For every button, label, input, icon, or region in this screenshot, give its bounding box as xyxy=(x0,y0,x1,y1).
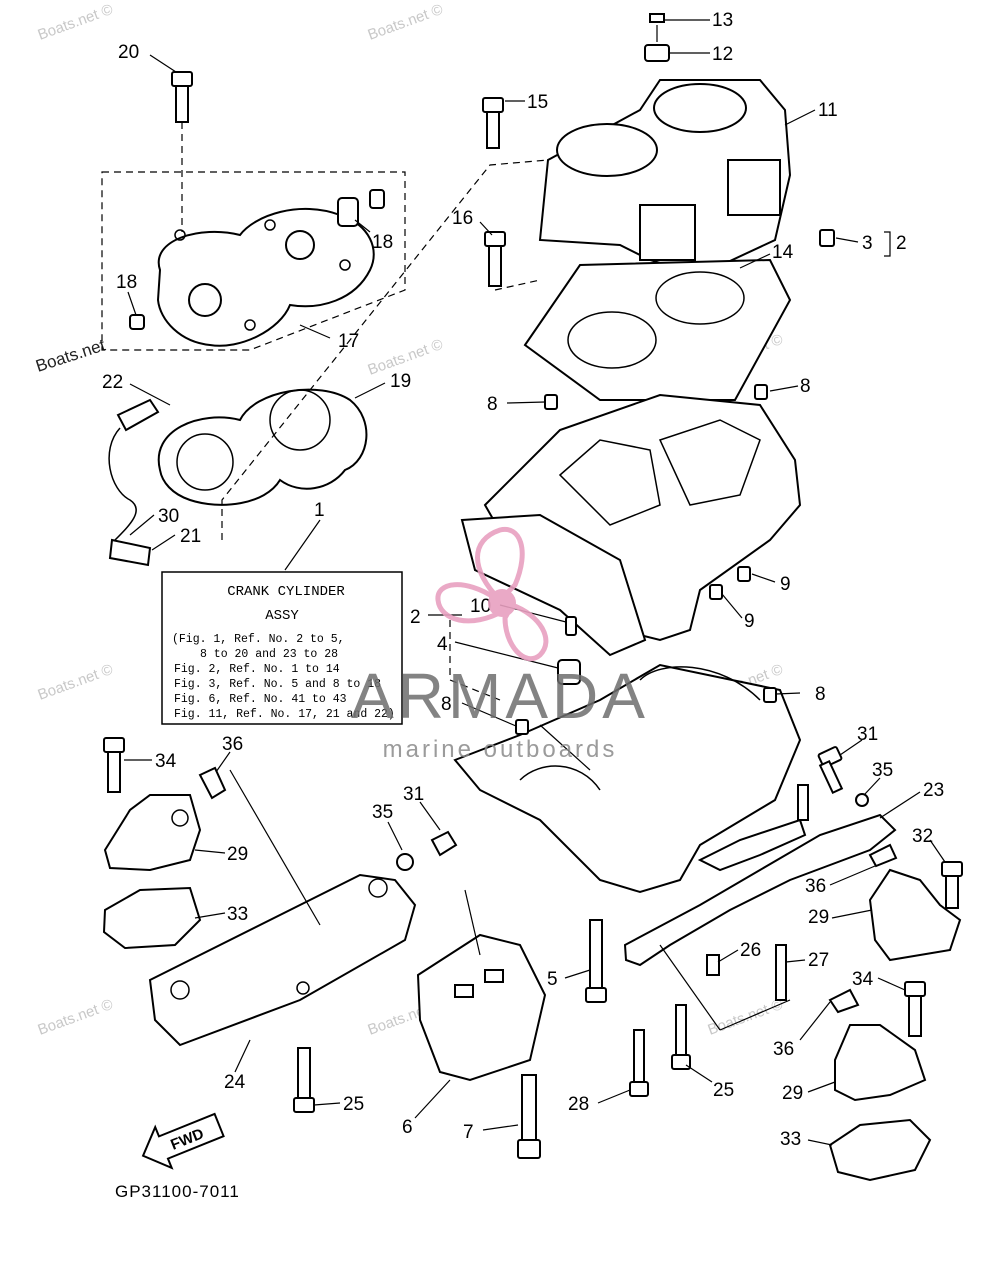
callout-label: 3 xyxy=(862,233,873,254)
watermark: Boats.net © xyxy=(706,996,786,1039)
cylinder-block-11 xyxy=(538,13,792,277)
watermark: Boats.net © xyxy=(366,1,446,44)
lower-crankcase xyxy=(453,659,802,894)
callout-label: 25 xyxy=(713,1080,734,1101)
callout-label: 9 xyxy=(744,611,755,632)
callout-label: 18 xyxy=(116,272,137,293)
watermark-boats-net: Boats.net xyxy=(33,335,107,375)
callout-label: 17 xyxy=(338,331,359,352)
callout-label: 2 xyxy=(896,233,907,254)
callout-label: 31 xyxy=(857,724,878,745)
watermark: Boats.net © xyxy=(36,1,116,44)
info-box-line: Fig. 6, Ref. No. 41 to 43 xyxy=(174,693,347,706)
callout-label: 5 xyxy=(547,969,558,990)
callout-label: 12 xyxy=(712,44,733,65)
brand-tagline: marine outboards xyxy=(383,736,618,763)
callout-label: 14 xyxy=(772,242,794,263)
callout-numbers: 20 13 12 15 11 16 18 18 17 3 2 14 22 19 … xyxy=(102,10,944,1150)
callout-label: 28 xyxy=(568,1094,589,1115)
callout-label: 30 xyxy=(158,506,179,527)
diagram-code: GP31100-7011 xyxy=(115,1182,240,1201)
callout-label: 31 xyxy=(403,784,424,805)
callout-label: 1 xyxy=(314,500,325,521)
dashed-leader-frame xyxy=(221,159,549,701)
callout-label: 10 xyxy=(470,596,491,617)
callout-label: 34 xyxy=(155,751,177,772)
info-box-title-2: ASSY xyxy=(265,608,299,624)
callout-label: 29 xyxy=(782,1083,803,1104)
callout-label: 19 xyxy=(390,371,411,392)
callout-label: 8 xyxy=(815,684,826,705)
propeller-icon xyxy=(435,526,549,662)
callout-label: 27 xyxy=(808,950,829,971)
callout-label: 8 xyxy=(800,376,811,397)
callout-label: 24 xyxy=(224,1072,246,1093)
info-box-line: 8 to 20 and 23 to 28 xyxy=(200,648,338,661)
callout-label: 18 xyxy=(372,232,393,253)
callout-label: 6 xyxy=(402,1117,413,1138)
left-mounts xyxy=(102,737,458,1113)
info-box-line: Fig. 3, Ref. No. 5 and 8 to 18 xyxy=(174,678,381,691)
bolt-20 xyxy=(171,71,193,232)
head-gasket-19 xyxy=(157,388,368,506)
info-box-title-1: CRANK CYLINDER xyxy=(227,584,345,600)
watermark: Boats.net © xyxy=(36,996,116,1039)
callout-label: 33 xyxy=(780,1129,801,1150)
callout-label: 25 xyxy=(343,1094,364,1115)
callout-label: 36 xyxy=(773,1039,794,1060)
brand-logo: ARMADA marine outboards xyxy=(351,526,649,763)
callout-label: 35 xyxy=(372,802,393,823)
cylinder-gasket-14 xyxy=(523,229,835,401)
callout-label: 22 xyxy=(102,372,123,393)
callout-label: 20 xyxy=(118,42,139,63)
callout-label: 11 xyxy=(818,100,838,121)
cylinder-head-cover-group xyxy=(101,171,406,351)
hose-assembly xyxy=(108,398,160,567)
callout-label: 34 xyxy=(852,969,874,990)
callout-label: 29 xyxy=(808,907,829,928)
info-box-line: (Fig. 1, Ref. No. 2 to 5, xyxy=(172,633,345,646)
right-engine-bed xyxy=(623,746,897,1097)
upper-crankcase xyxy=(460,384,802,657)
callout-label: 36 xyxy=(222,734,243,755)
bolts-15-16 xyxy=(482,97,506,287)
info-box: CRANK CYLINDER ASSY (Fig. 1, Ref. No. 2 … xyxy=(161,519,403,725)
callout-label: 15 xyxy=(527,92,548,113)
oil-pan-6 xyxy=(416,919,607,1159)
callout-label: 4 xyxy=(437,634,448,655)
callout-label: 21 xyxy=(180,526,201,547)
callout-label: 36 xyxy=(805,876,826,897)
bracket-3-2 xyxy=(884,231,891,257)
callout-label: 2 xyxy=(410,607,421,628)
callout-label: 23 xyxy=(923,780,944,801)
callout-label: 29 xyxy=(227,844,248,865)
info-box-line: Fig. 11, Ref. No. 17, 21 and 22) xyxy=(174,708,395,721)
callout-label: 7 xyxy=(463,1122,474,1143)
callout-label: 13 xyxy=(712,10,733,31)
brand-name: ARMADA xyxy=(351,660,649,732)
callout-label: 33 xyxy=(227,904,248,925)
callout-label: 8 xyxy=(441,694,452,715)
info-box-line: Fig. 2, Ref. No. 1 to 14 xyxy=(174,663,340,676)
callout-label: 16 xyxy=(452,208,473,229)
callout-label: 26 xyxy=(740,940,761,961)
right-mounts xyxy=(828,843,963,1182)
callout-label: 32 xyxy=(912,826,933,847)
callout-label: 9 xyxy=(780,574,791,595)
callout-label: 8 xyxy=(487,394,498,415)
callout-label: 35 xyxy=(872,760,893,781)
fwd-arrow: FWD xyxy=(141,1112,225,1170)
watermark: Boats.net © xyxy=(36,661,116,704)
